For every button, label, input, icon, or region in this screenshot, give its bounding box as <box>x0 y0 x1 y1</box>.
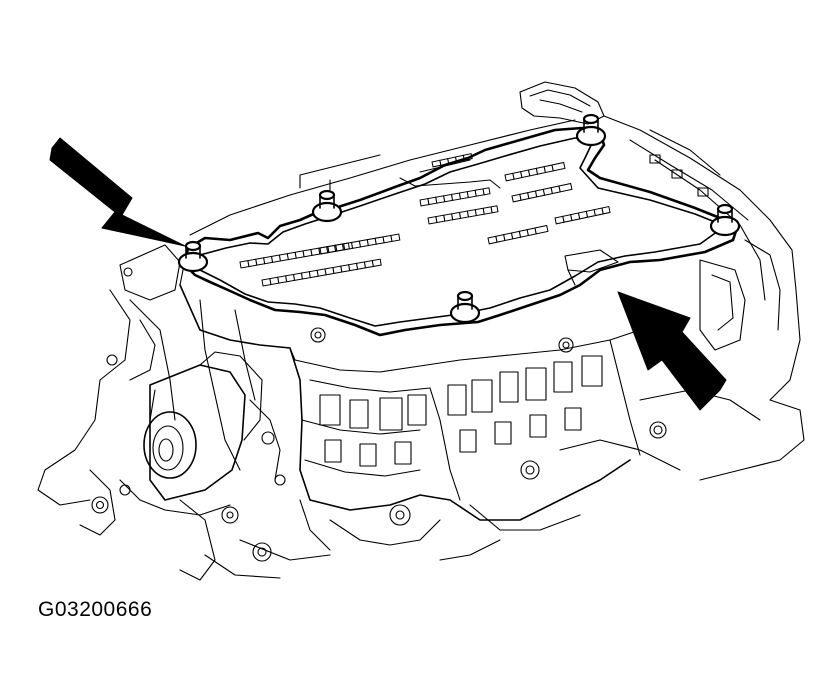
arrow-left-callout <box>49 137 186 247</box>
valve-body-cover <box>183 126 740 337</box>
plate-slot-rows <box>239 153 611 287</box>
transmission-housing <box>37 81 805 581</box>
arrow-right-callout <box>617 291 727 411</box>
bolt-top-right <box>575 113 607 147</box>
bolt-left <box>177 240 209 273</box>
bolt-upper-left <box>311 189 343 223</box>
bolt-group <box>177 113 741 324</box>
figure-caption: G03200666 <box>38 598 153 621</box>
callout-arrows <box>49 137 727 411</box>
bolt-lower-center <box>449 290 481 324</box>
bolt-right <box>709 203 741 237</box>
